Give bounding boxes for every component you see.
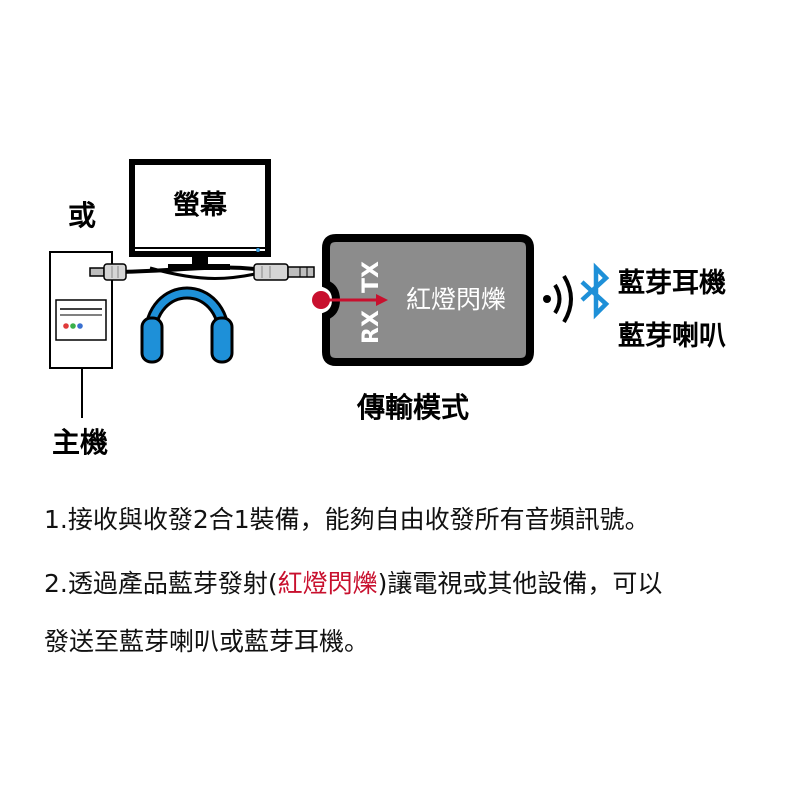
note-line-2-highlight: 紅燈閃爍	[277, 569, 378, 598]
audio-cable	[89, 263, 315, 281]
indicator-label: 紅燈閃爍	[406, 285, 506, 314]
svg-text:TX: TX	[359, 261, 384, 293]
bluetooth-device	[322, 234, 534, 366]
output-headphones-label: 藍芽耳機	[618, 268, 726, 299]
or-label: 或	[68, 199, 96, 232]
mode-label: 傳輸模式	[356, 391, 469, 424]
svg-text:RX: RX	[359, 310, 384, 344]
bluetooth-icon	[580, 262, 610, 320]
host-computer-icon	[49, 251, 113, 418]
note-line-2: 2.透過產品藍芽發射(紅燈閃爍)讓電視或其他設備，可以	[44, 564, 662, 600]
rx-label: RX	[359, 310, 384, 344]
note-line-2-suffix: )讓電視或其他設備，可以	[377, 569, 663, 598]
headphone-icon	[140, 286, 234, 364]
monitor-icon	[129, 159, 271, 270]
note-line-1: 1.接收與收發2合1裝備，能夠自由收發所有音頻訊號。	[44, 505, 650, 534]
host-label: 主機	[52, 426, 108, 459]
note-line-3: 發送至藍芽喇叭或藍芽耳機。	[44, 627, 370, 656]
note-line-2-prefix: 2.透過產品藍芽發射(	[44, 569, 278, 598]
monitor-label: 螢幕	[173, 190, 228, 221]
tx-label: TX	[359, 261, 384, 293]
output-speaker-label: 藍芽喇叭	[618, 321, 726, 352]
connection-diagram: 螢幕 或 主機 RX	[49, 159, 726, 459]
signal-waves-icon	[543, 274, 573, 324]
red-indicator	[312, 291, 388, 309]
